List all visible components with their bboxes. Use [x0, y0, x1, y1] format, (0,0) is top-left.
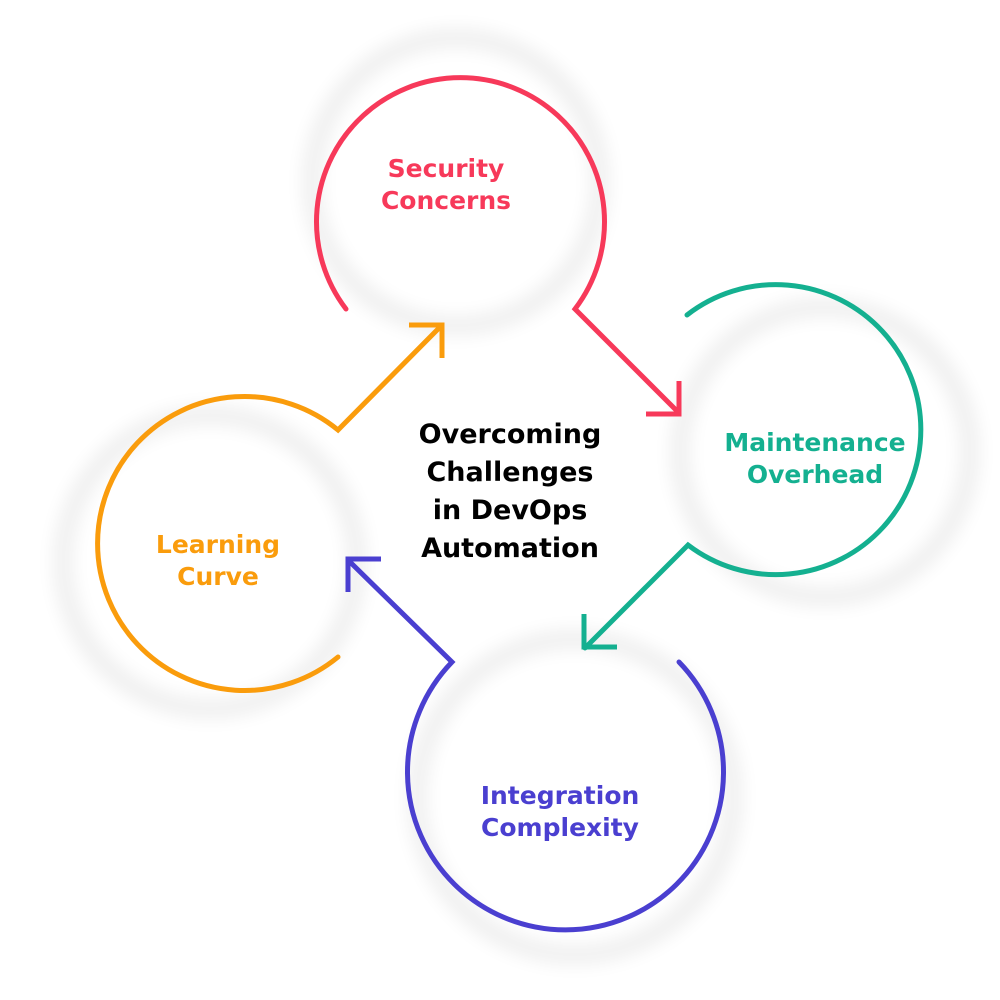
node-label-line2: Complexity — [481, 813, 639, 842]
node-label-line1: Maintenance — [724, 428, 906, 457]
maintenance-loop-arrow — [581, 282, 924, 651]
node-label-line1: Integration — [480, 781, 640, 810]
title-line3: in DevOps — [432, 495, 588, 526]
integration-loop-arrow — [345, 556, 726, 933]
node-learning: Learning Curve — [118, 529, 318, 593]
node-label-line1: Security — [387, 154, 505, 183]
title-line4: Automation — [421, 533, 599, 564]
node-label-line2: Curve — [177, 562, 259, 591]
node-label-line2: Concerns — [380, 186, 512, 215]
node-label-line1: Learning — [155, 530, 281, 559]
diagram-title: Overcoming Challenges in DevOps Automati… — [380, 416, 640, 568]
title-line2: Challenges — [426, 457, 594, 488]
node-maintenance: Maintenance Overhead — [695, 427, 935, 491]
security-loop-arrow — [314, 75, 682, 417]
node-security: Security Concerns — [346, 153, 546, 217]
learning-loop-arrow — [95, 322, 445, 693]
node-label-line2: Overhead — [746, 460, 884, 489]
title-line1: Overcoming — [418, 419, 602, 450]
node-integration: Integration Complexity — [450, 780, 670, 844]
